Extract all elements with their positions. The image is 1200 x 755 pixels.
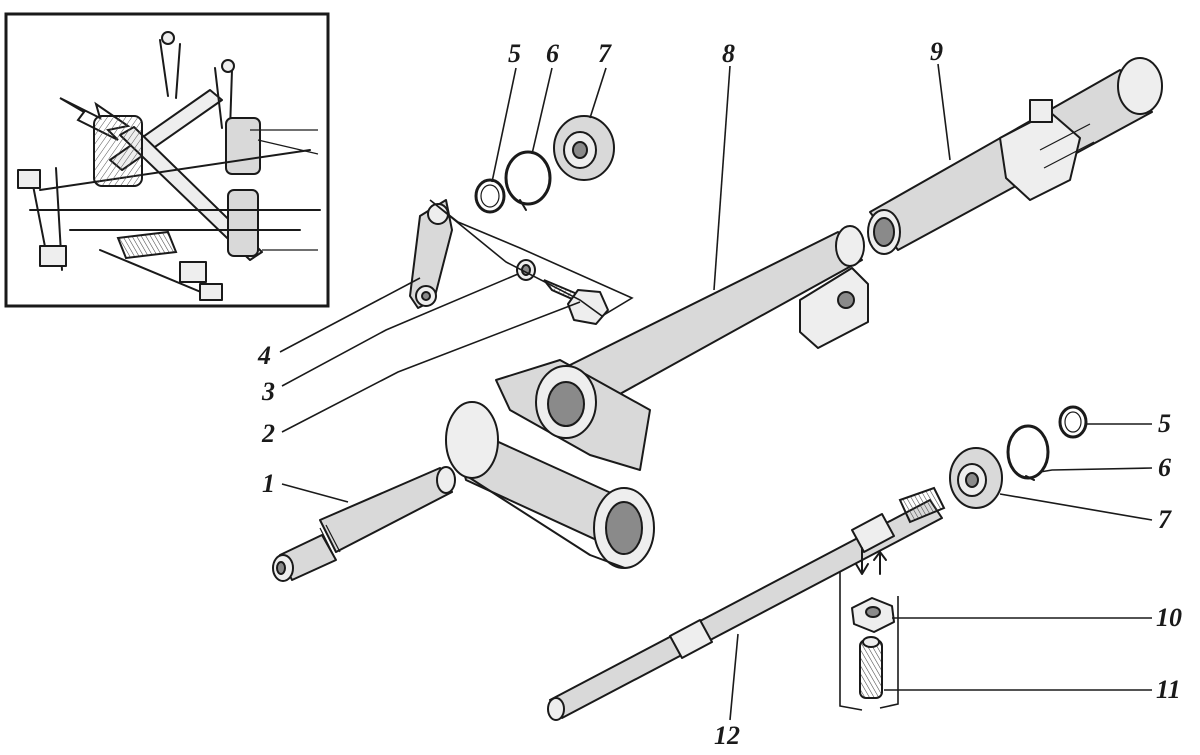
part-8-housing xyxy=(445,225,869,569)
leader-lines xyxy=(279,63,1153,721)
callout-7-top: 7 xyxy=(598,39,612,68)
part-7-bearing-bottom xyxy=(949,447,1003,509)
part-12-shaft xyxy=(547,486,946,721)
part-6-circlip-bottom xyxy=(1006,424,1050,481)
part-7-bearing-top xyxy=(553,115,615,181)
callout-2: 2 xyxy=(261,419,275,448)
part-5-ring-top xyxy=(474,178,506,214)
assembly-outline-bracket xyxy=(429,199,634,317)
callout-5-top: 5 xyxy=(508,39,521,68)
callout-10: 10 xyxy=(1156,603,1182,632)
part-1-splined-shaft xyxy=(272,466,456,582)
part-6-circlip-top xyxy=(504,150,552,211)
callout-7-bottom: 7 xyxy=(1158,505,1172,534)
inset-overview xyxy=(4,12,330,308)
callout-9: 9 xyxy=(930,37,943,66)
callout-5-bottom: 5 xyxy=(1158,409,1171,438)
callout-8: 8 xyxy=(722,39,735,68)
callout-labels: 1 2 3 4 5 6 7 8 9 5 6 7 10 11 12 xyxy=(257,37,1182,750)
callout-4: 4 xyxy=(257,341,271,370)
callout-12: 12 xyxy=(714,721,740,750)
callout-6-top: 6 xyxy=(546,39,559,68)
part-3-washer xyxy=(516,259,536,281)
part-11-spring-bolt xyxy=(859,636,883,699)
callout-11: 11 xyxy=(1156,675,1181,704)
callout-6-bottom: 6 xyxy=(1158,453,1171,482)
part-4-lever xyxy=(409,199,453,309)
callout-1: 1 xyxy=(262,469,275,498)
part-9-sleeve xyxy=(867,57,1163,255)
part-10-nut xyxy=(851,597,895,633)
arrow-icon-insert xyxy=(855,547,887,575)
part-5-ring-bottom xyxy=(1058,405,1088,439)
callout-3: 3 xyxy=(261,377,275,406)
group-bracket-10-11 xyxy=(839,572,899,711)
